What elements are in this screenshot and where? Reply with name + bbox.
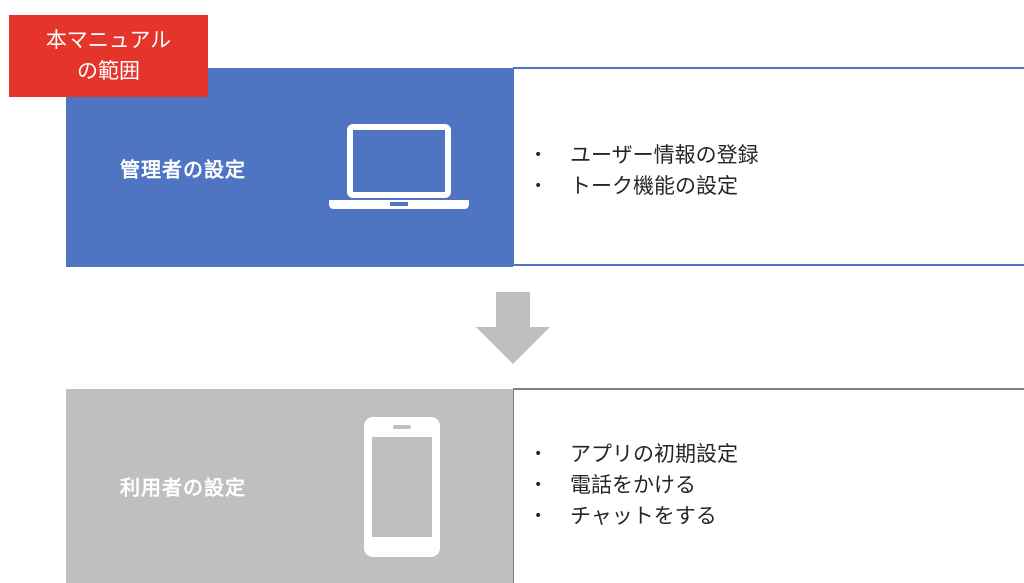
bullet-icon: • [534, 477, 543, 493]
smartphone-icon [364, 417, 440, 557]
laptop-icon [329, 124, 469, 209]
user-settings-details: • アプリの初期設定 • 電話をかける • チャットをする [513, 388, 1024, 583]
manual-scope-line-1: 本マニュアル [45, 28, 172, 52]
down-arrow-icon [476, 292, 550, 364]
admin-settings-details: • ユーザー情報の登録 • トーク機能の設定 [513, 67, 1024, 266]
bullet-icon: • [534, 178, 543, 194]
list-item: • 電話をかける [534, 470, 738, 501]
list-item: • トーク機能の設定 [534, 171, 759, 202]
manual-scope-line-2: の範囲 [77, 59, 140, 83]
admin-settings-label: 管理者の設定 [120, 157, 246, 181]
user-settings-label: 利用者の設定 [120, 475, 246, 500]
user-settings-panel: 利用者の設定 [66, 389, 513, 583]
list-item: • アプリの初期設定 [534, 439, 738, 470]
admin-task-label: トーク機能の設定 [570, 174, 738, 198]
admin-task-list: • ユーザー情報の登録 • トーク機能の設定 [534, 140, 759, 202]
bullet-icon: • [534, 508, 543, 524]
user-task-label: 電話をかける [570, 473, 696, 497]
admin-task-label: ユーザー情報の登録 [570, 143, 759, 167]
user-task-list: • アプリの初期設定 • 電話をかける • チャットをする [534, 439, 738, 532]
bullet-icon: • [534, 147, 543, 163]
user-task-label: アプリの初期設定 [570, 442, 738, 466]
bullet-icon: • [534, 446, 543, 462]
user-task-label: チャットをする [570, 504, 717, 528]
list-item: • チャットをする [534, 501, 738, 532]
manual-scope-badge: 本マニュアル の範囲 [9, 15, 208, 97]
admin-settings-panel: 管理者の設定 [66, 68, 513, 267]
list-item: • ユーザー情報の登録 [534, 140, 759, 171]
